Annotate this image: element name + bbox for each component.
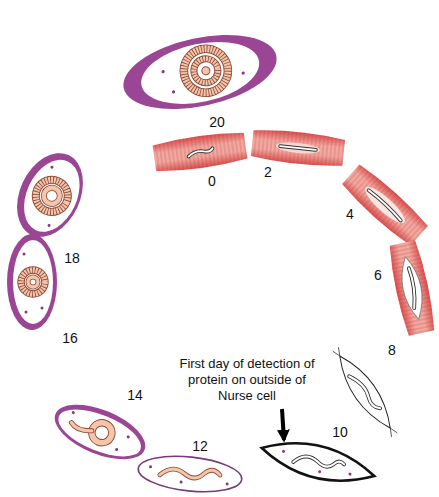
pointer-arrow [282, 409, 284, 440]
day-number: 0 [208, 173, 216, 189]
day-number: 10 [332, 424, 348, 440]
day-number: 14 [127, 387, 143, 403]
nurse-cell [47, 394, 152, 471]
nurse-cell [137, 452, 244, 497]
muscle-cell [387, 240, 437, 337]
day-number: 12 [192, 438, 208, 454]
day-number: 8 [388, 342, 396, 358]
annotation-note: First day of detection of protein on out… [172, 356, 322, 404]
nurse-cell [7, 234, 57, 330]
day-number: 20 [209, 114, 225, 130]
muscle-cell [340, 162, 430, 247]
muscle-cell [152, 130, 248, 174]
developing-nurse-cell [258, 432, 378, 491]
muscle-cell [251, 127, 346, 168]
day-number: 16 [62, 330, 78, 346]
nurse-cell [4, 142, 96, 247]
day-number: 18 [64, 250, 80, 266]
day-number: 2 [264, 164, 272, 180]
day-number: 4 [346, 206, 354, 222]
nurse-cell [117, 23, 284, 122]
day-number: 6 [374, 267, 382, 283]
